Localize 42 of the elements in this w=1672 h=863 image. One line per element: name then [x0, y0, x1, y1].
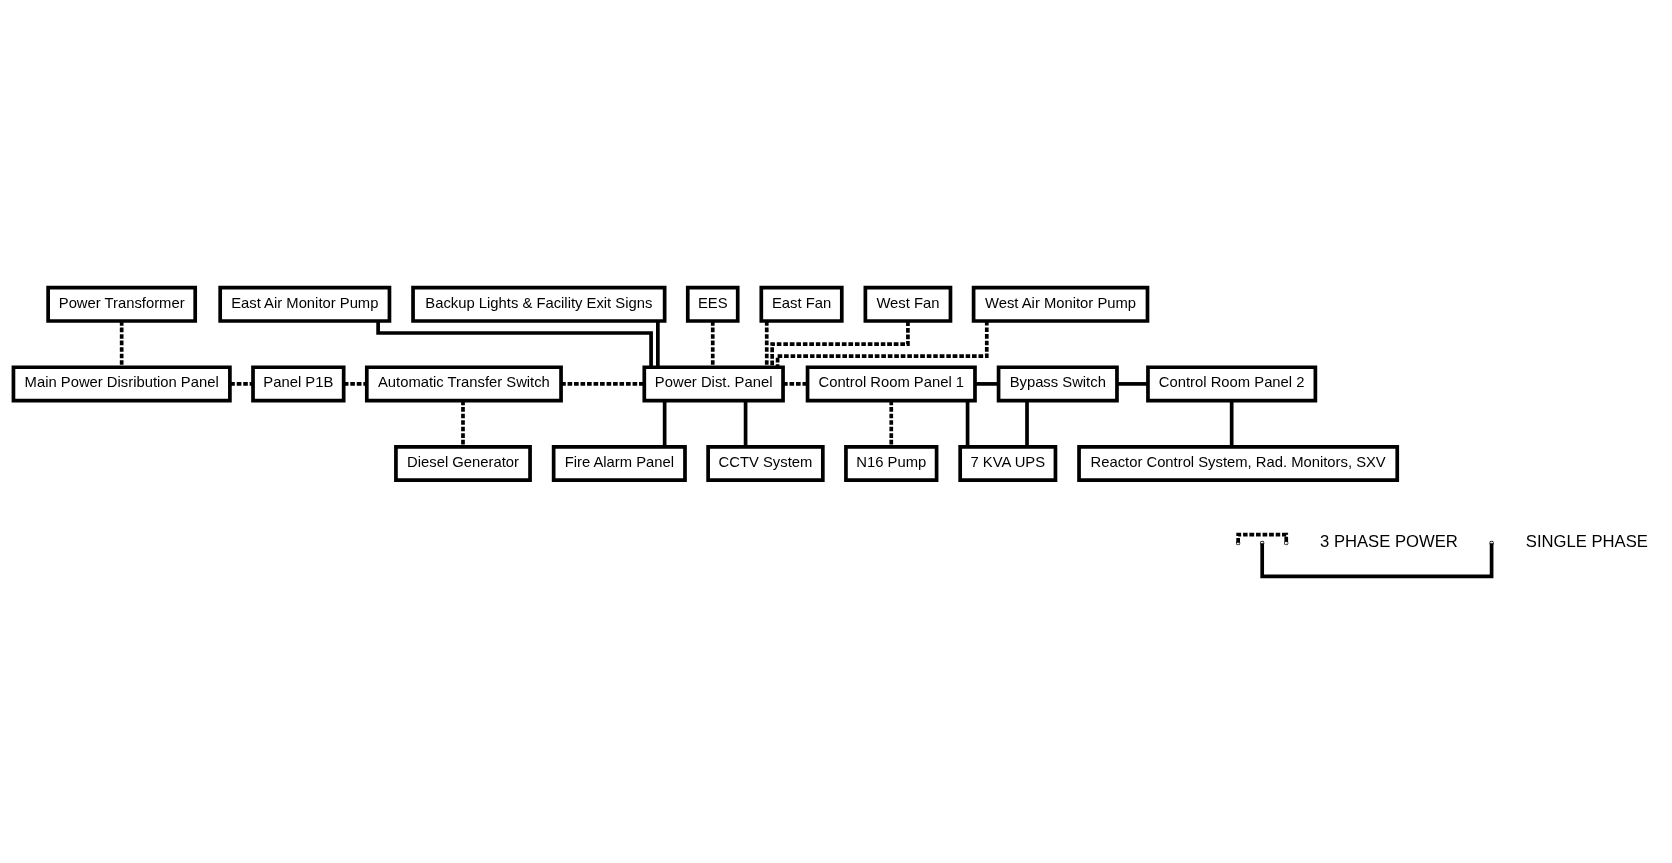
connector	[662, 400, 667, 447]
node-box: CCTV System	[706, 444, 825, 482]
connector	[119, 320, 124, 367]
node-box: N16 Pump	[844, 444, 939, 482]
connector	[965, 400, 970, 447]
node-box: Control Room Panel 1	[805, 364, 977, 402]
node-box: East Fan	[759, 285, 844, 323]
connector	[1025, 400, 1029, 447]
connector	[561, 381, 645, 386]
connector	[764, 320, 769, 367]
legend-label: SINGLE PHASE	[1525, 531, 1648, 551]
node-box: Panel P1B	[251, 364, 346, 402]
connector	[1117, 381, 1148, 386]
connector	[376, 320, 653, 367]
legend-label: 3 PHASE POWER	[1320, 531, 1458, 551]
node-box: Backup Lights & Facility Exit Signs	[411, 285, 667, 323]
node-box: East Air Monitor Pump	[218, 285, 392, 323]
node-box: 7 KVA UPS	[958, 444, 1058, 482]
connector	[889, 400, 894, 447]
connector	[743, 400, 748, 447]
node-box: Reactor Control System, Rad. Monitors, SXV	[1077, 444, 1400, 482]
connector	[775, 320, 989, 367]
connector	[230, 381, 253, 386]
connector	[770, 320, 910, 367]
connector	[461, 400, 465, 447]
node-box: Diesel Generator	[394, 444, 532, 482]
node-box: Power Dist. Panel	[642, 364, 785, 402]
node-box: West Air Monitor Pump	[971, 285, 1150, 323]
node-box: Bypass Switch	[996, 364, 1119, 402]
node-box: Automatic Transfer Switch	[364, 364, 563, 402]
connector	[975, 381, 999, 386]
connector	[710, 320, 715, 367]
connector	[344, 381, 367, 386]
node-box: EES	[685, 285, 740, 323]
connector	[1229, 400, 1234, 447]
node-box: Power Transformer	[46, 285, 198, 323]
node-box: Main Power Disribution Panel	[11, 364, 232, 402]
connector	[783, 381, 808, 386]
node-box: West Fan	[863, 285, 953, 323]
connector	[656, 320, 660, 367]
node-box: Control Room Panel 2	[1146, 364, 1318, 402]
node-box: Fire Alarm Panel	[551, 444, 687, 482]
